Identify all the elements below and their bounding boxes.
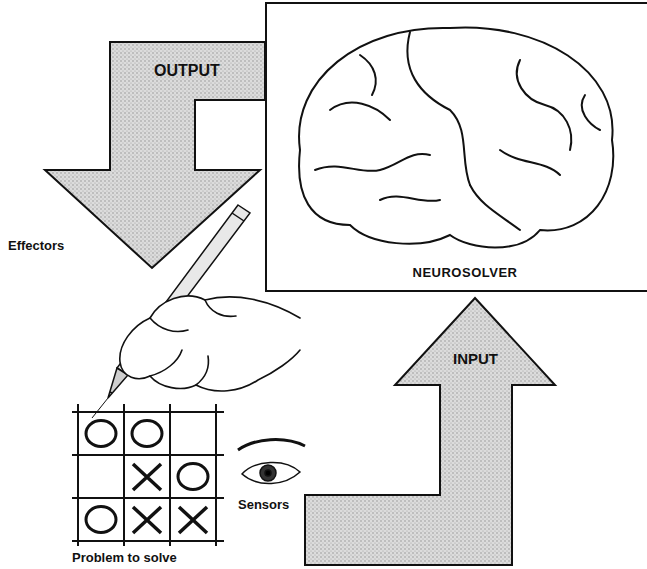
input-arrow [305, 298, 555, 565]
hand [120, 296, 300, 391]
arrow-label: INPUT [453, 350, 498, 367]
arrow-label: OUTPUT [154, 62, 220, 80]
part-label: Effectors [8, 238, 64, 253]
brain-drawing [299, 27, 613, 247]
eye [238, 440, 305, 484]
part-label: Problem to solve [72, 550, 177, 565]
box-title: NEUROSOLVER [267, 265, 647, 280]
tic-tac-toe-grid [72, 404, 224, 546]
part-label: Sensors [238, 497, 289, 512]
solver-box: NEUROSOLVER [265, 2, 647, 292]
